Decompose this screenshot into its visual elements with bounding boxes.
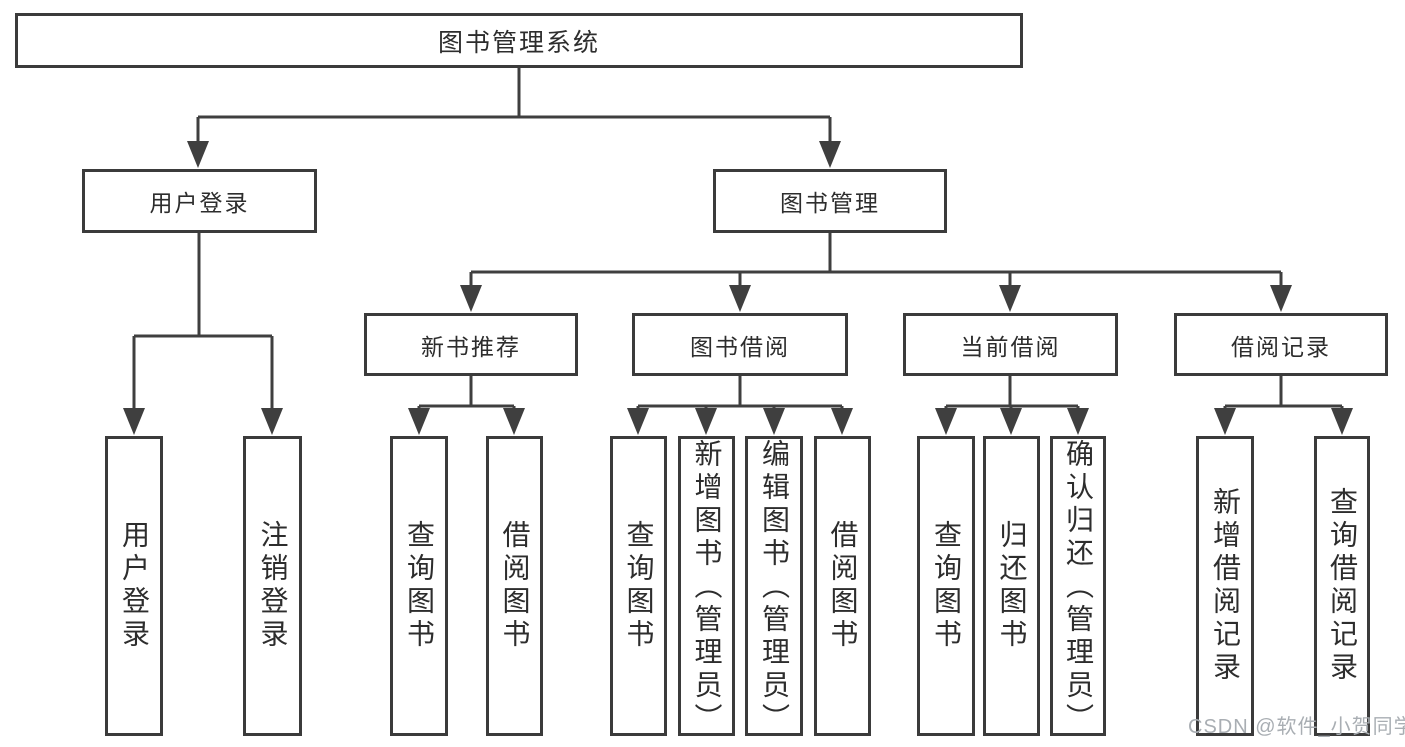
arrowhead xyxy=(729,285,751,312)
leaf-add-borrow-record-label: 新增借阅记录 xyxy=(1210,487,1241,685)
node-book-management-label: 图书管理 xyxy=(780,190,880,216)
arrowhead xyxy=(695,408,717,435)
leaf-query-books-recommend: 查询图书 xyxy=(390,436,448,736)
leaf-confirm-return-admin: 确认归还（管理员） xyxy=(1050,436,1106,736)
node-book-management: 图书管理 xyxy=(713,169,947,233)
leaf-query-borrow-record: 查询借阅记录 xyxy=(1314,436,1370,736)
node-user-login: 用户登录 xyxy=(82,169,317,233)
node-root-label: 图书管理系统 xyxy=(437,28,600,57)
node-book-borrow-label: 图书借阅 xyxy=(690,333,790,360)
arrowhead xyxy=(123,408,145,435)
node-root: 图书管理系统 xyxy=(15,13,1023,68)
leaf-confirm-return-admin-label: 确认归还（管理员） xyxy=(1063,439,1094,736)
arrowhead xyxy=(187,141,209,168)
leaf-edit-books-admin-label: 编辑图书（管理员） xyxy=(759,439,790,736)
csdn-watermark: CSDN @软件_小贺同学 xyxy=(1188,716,1405,738)
leaf-borrow-books: 借阅图书 xyxy=(814,436,871,736)
arrowhead xyxy=(261,408,283,435)
arrowhead xyxy=(819,141,841,168)
leaf-borrow-books-recommend-label: 借阅图书 xyxy=(499,520,531,652)
leaf-add-borrow-record: 新增借阅记录 xyxy=(1196,436,1254,736)
leaf-query-books-recommend-label: 查询图书 xyxy=(404,520,435,652)
node-book-borrow: 图书借阅 xyxy=(632,313,848,376)
arrowhead xyxy=(1000,408,1022,435)
node-new-book-recommend-label: 新书推荐 xyxy=(421,333,521,360)
node-current-borrow-label: 当前借阅 xyxy=(960,333,1061,360)
arrowhead xyxy=(831,408,853,435)
arrowhead xyxy=(1331,408,1353,435)
arrowhead xyxy=(1067,408,1089,435)
leaf-logout-label: 注销登录 xyxy=(257,520,289,652)
leaf-user-login: 用户登录 xyxy=(105,436,163,736)
leaf-add-books-admin: 新增图书（管理员） xyxy=(678,436,735,736)
leaf-query-books-current: 查询图书 xyxy=(917,436,975,736)
arrowhead xyxy=(408,408,430,435)
leaf-edit-books-admin: 编辑图书（管理员） xyxy=(745,436,803,736)
leaf-return-books: 归还图书 xyxy=(983,436,1040,736)
leaf-user-login-label: 用户登录 xyxy=(119,520,150,652)
node-new-book-recommend: 新书推荐 xyxy=(364,313,578,376)
arrowhead xyxy=(763,408,785,435)
arrowhead xyxy=(503,408,525,435)
arrowhead xyxy=(999,285,1021,312)
leaf-query-books-current-label: 查询图书 xyxy=(931,520,962,652)
arrowhead xyxy=(627,408,649,435)
node-user-login-label: 用户登录 xyxy=(149,190,250,216)
arrowhead xyxy=(935,408,957,435)
leaf-query-borrow-record-label: 查询借阅记录 xyxy=(1327,487,1358,685)
arrowhead xyxy=(1270,285,1292,312)
leaf-borrow-books-label: 借阅图书 xyxy=(827,520,859,652)
leaf-borrow-books-recommend: 借阅图书 xyxy=(486,436,543,736)
leaf-logout: 注销登录 xyxy=(243,436,302,736)
node-current-borrow: 当前借阅 xyxy=(903,313,1118,376)
leaf-return-books-label: 归还图书 xyxy=(996,520,1028,652)
leaf-query-books-borrow-label: 查询图书 xyxy=(623,520,655,652)
leaf-add-books-admin-label: 新增图书（管理员） xyxy=(691,439,723,736)
arrowhead xyxy=(1214,408,1236,435)
node-borrow-records: 借阅记录 xyxy=(1174,313,1388,376)
node-borrow-records-label: 借阅记录 xyxy=(1231,333,1331,360)
arrowhead xyxy=(460,285,482,312)
leaf-query-books-borrow: 查询图书 xyxy=(610,436,667,736)
